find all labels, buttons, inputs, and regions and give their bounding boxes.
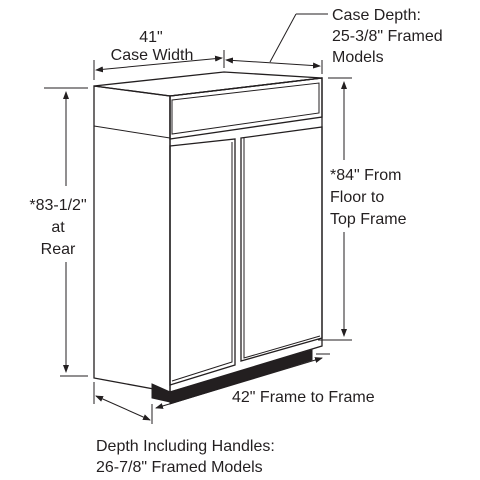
case-width-label: Case Width <box>111 47 194 64</box>
height-front-dimension: *84" From Floor to Top Frame <box>318 77 407 341</box>
case-width-arrow <box>95 55 223 73</box>
side-frame-line <box>93 125 171 139</box>
height-front-value: *84" From <box>330 167 401 184</box>
left-door <box>169 138 236 386</box>
frame-to-frame-arrow <box>155 357 323 409</box>
top-grille-panel <box>169 77 323 140</box>
frame-to-frame-label: 42" Frame to Frame <box>232 389 375 406</box>
right-door <box>240 126 323 362</box>
case-depth-leader <box>269 13 297 63</box>
cabinet-top-surface <box>93 71 323 97</box>
depth-handles-title: Depth Including Handles: <box>96 438 275 455</box>
case-depth-title: Case Depth: <box>332 7 421 24</box>
height-rear-value: *83-1/2" <box>29 197 86 214</box>
toe-kick <box>151 383 171 403</box>
case-depth-dimension: Case Depth: 25-3/8" Framed Models <box>225 7 443 74</box>
height-rear-dimension: *83-1/2" at Rear <box>29 87 88 377</box>
left-door-edge <box>171 142 233 382</box>
depth-handles-dimension: Depth Including Handles: 26-7/8" Framed … <box>93 382 275 476</box>
height-rear-at: at <box>51 219 65 236</box>
height-rear-label: Rear <box>41 241 76 258</box>
case-depth-arrow <box>225 57 321 69</box>
case-width-dimension: 41" Case Width <box>93 29 225 80</box>
depth-handles-value: 26-7/8" Framed Models <box>96 459 263 476</box>
right-door-edge <box>243 137 321 359</box>
depth-handles-arrow <box>95 395 151 421</box>
height-front-frame: Top Frame <box>330 211 407 228</box>
case-depth-value: 25-3/8" Framed <box>332 28 443 45</box>
case-width-value: 41" <box>139 29 162 46</box>
cabinet-outline <box>93 71 323 405</box>
grille-inset <box>171 82 320 135</box>
frame-to-frame-dimension: 42" Frame to Frame <box>151 353 375 414</box>
case-depth-models: Models <box>332 49 384 66</box>
height-front-floor: Floor to <box>330 189 384 206</box>
